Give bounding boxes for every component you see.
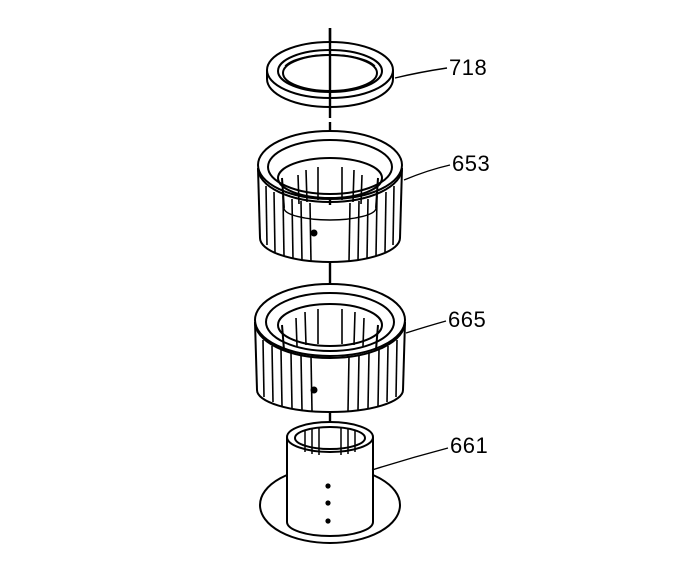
inner-slots [297, 167, 363, 205]
internal-splines [304, 427, 356, 455]
callout-661: 661 [450, 433, 489, 458]
part-665-ring [254, 283, 406, 413]
leader-661 [371, 447, 449, 471]
inner-slots [295, 309, 365, 347]
part-718-washer [266, 28, 394, 108]
hub-holes [325, 483, 331, 524]
leader-lines [371, 67, 451, 471]
part-661-hub [259, 421, 401, 544]
part-653-ring [257, 130, 403, 263]
outer-splines [262, 339, 398, 412]
leader-718 [394, 67, 448, 79]
callout-718: 718 [449, 55, 488, 80]
leader-653 [403, 164, 451, 181]
leader-665 [405, 320, 447, 334]
callout-665: 665 [448, 307, 487, 332]
outer-splines [265, 185, 395, 263]
callout-653: 653 [452, 151, 491, 176]
